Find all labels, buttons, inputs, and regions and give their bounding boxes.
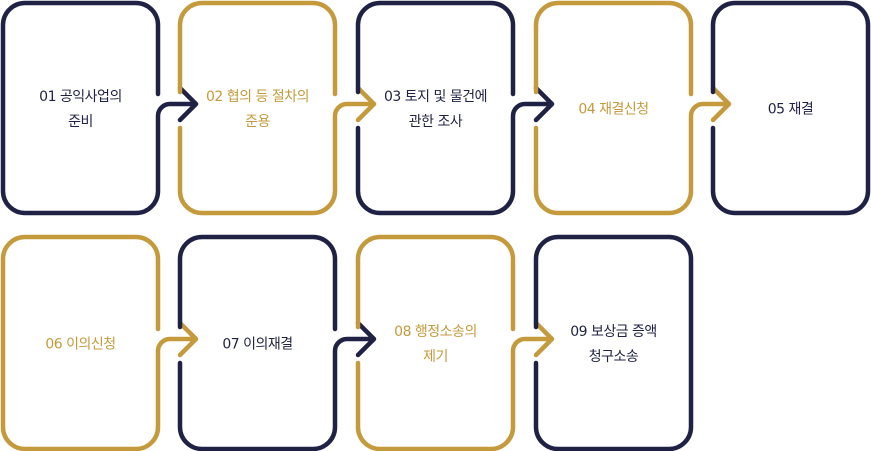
- step-box-06-with-arrow: [0, 234, 199, 451]
- step-box-04-with-arrow: [533, 0, 732, 216]
- step-box-07-with-arrow: [177, 234, 377, 451]
- step-label-line1: 06 이의신청: [45, 336, 116, 353]
- step-box-02-with-arrow: [177, 0, 377, 216]
- step-label-line2: 관한 조사: [408, 114, 463, 130]
- step-label-line1: 07 이의재결: [222, 336, 293, 353]
- step-box-03-with-arrow: [355, 0, 555, 216]
- step-label-07: 07 이의재결: [180, 333, 335, 358]
- step-box-05: [710, 0, 871, 216]
- step-box-09: [533, 234, 694, 451]
- step-label-line2: 청구소송: [588, 349, 639, 365]
- step-label-05: 05 재결: [713, 98, 868, 123]
- step-box-01-with-arrow: [0, 0, 199, 216]
- step-label-line1: 01 공익사업의: [39, 89, 122, 105]
- step-label-line2: 준용: [245, 114, 270, 130]
- step-label-line2: 준비: [68, 114, 93, 130]
- step-label-line1: 08 행정소송의: [394, 324, 477, 340]
- step-label-04: 04 재결신청: [536, 98, 691, 123]
- step-label-line1: 04 재결신청: [578, 101, 649, 118]
- step-label-06: 06 이의신청: [3, 333, 158, 358]
- step-box-08-with-arrow: [355, 234, 555, 451]
- step-label-line1: 02 협의 등 절차의: [206, 89, 309, 105]
- step-label-line2: 제기: [423, 349, 448, 365]
- step-label-line1: 05 재결: [767, 101, 814, 118]
- step-label-line1: 09 보상금 증액: [570, 324, 657, 340]
- step-label-line1: 03 토지 및 물건에: [384, 89, 487, 105]
